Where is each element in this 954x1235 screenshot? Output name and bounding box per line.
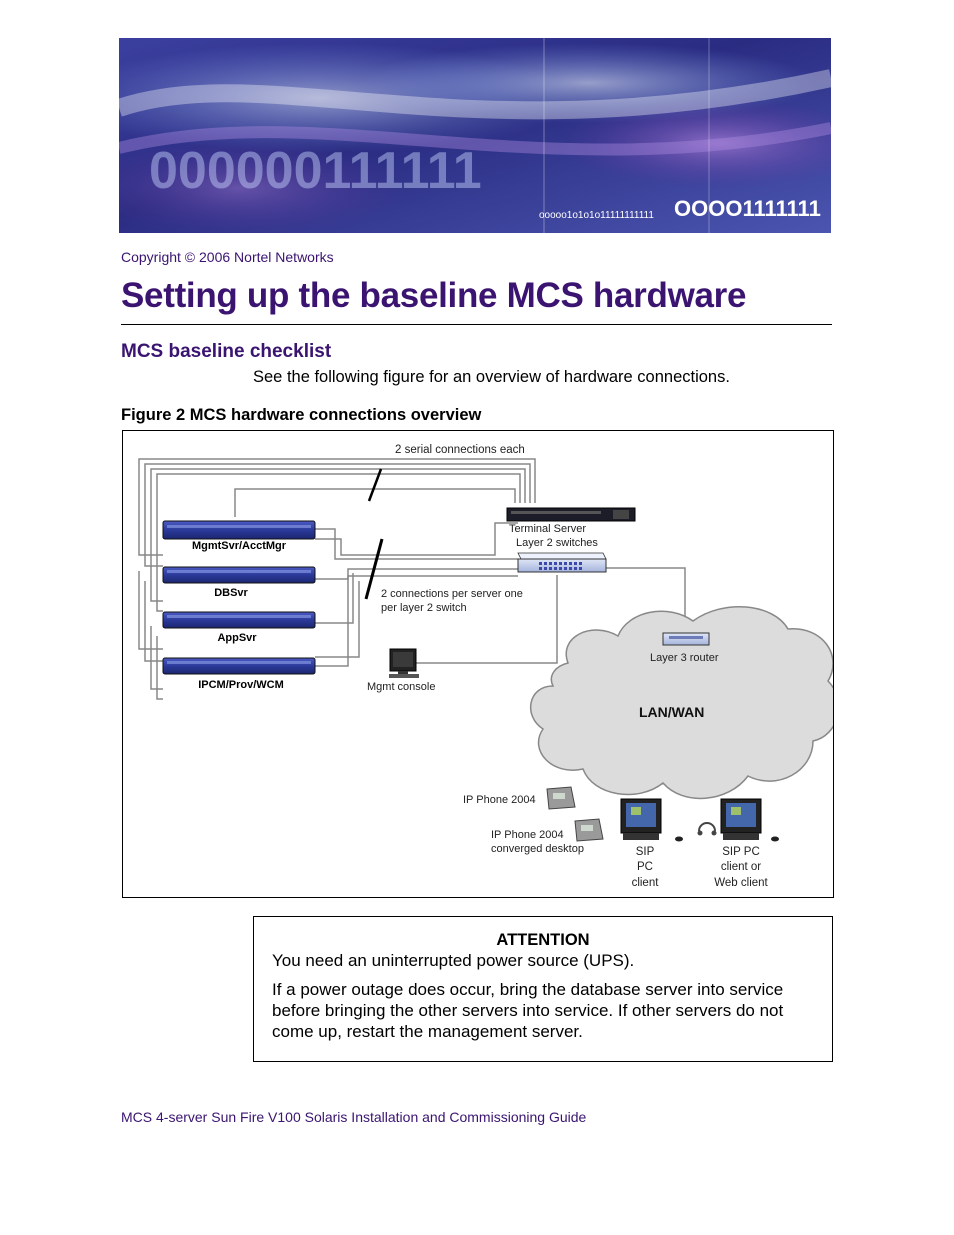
ip-phone-icon (546, 786, 576, 810)
ip-phone-label: IP Phone 2004 (463, 794, 536, 806)
server-label: DBSvr (214, 587, 248, 599)
hardware-connections-diagram: 2 serial connections each MgmtSvr/AcctMg… (122, 430, 834, 898)
mgmt-console-icon (389, 648, 419, 678)
header-banner: 000000111111 ooooo1o1o1o11111111111 OOOO… (119, 38, 831, 233)
banner-binary-right: OOOO1111111 (674, 196, 821, 221)
banner-binary-small: ooooo1o1o1o11111111111 (539, 210, 654, 221)
sip-pc-client-label-2: PC (637, 861, 653, 873)
ip-phone-converged-label-line2: converged desktop (491, 843, 584, 855)
serial-slash-mark (367, 468, 383, 502)
server-label: AppSvr (217, 632, 257, 644)
sip-pc-web-client-icon (697, 798, 779, 842)
server-dbsvr: DBSvr (162, 566, 316, 599)
lan-wan-label: LAN/WAN (639, 704, 704, 720)
title-divider (121, 324, 832, 325)
figure-caption: Figure 2 MCS hardware connections overvi… (121, 406, 482, 424)
layer3-router-icon (662, 632, 710, 646)
banner-graphic: 000000111111 ooooo1o1o1o11111111111 OOOO… (119, 38, 831, 233)
attention-heading: ATTENTION (496, 931, 590, 949)
sip-pc-web-client-label-1: SIP PC (722, 846, 760, 858)
serial-connection-lines (138, 458, 536, 700)
footer-guide-title: MCS 4-server Sun Fire V100 Solaris Insta… (121, 1109, 587, 1125)
terminal-server-label: Terminal Server (509, 523, 586, 535)
attention-ups-note: You need an uninterrupted power source (… (272, 951, 635, 970)
connections-label-line1: 2 connections per server one (381, 588, 523, 600)
layer3-router-label: Layer 3 router (650, 652, 719, 664)
server-mgmtsvr: MgmtSvr/AcctMgr (162, 520, 316, 552)
sip-pc-client-icon (620, 798, 683, 842)
terminal-server (506, 507, 636, 522)
attention-power-outage-note: If a power outage does occur, bring the … (272, 980, 784, 1041)
sip-pc-web-client-label-3: Web client (714, 877, 768, 889)
lan-wan-cloud (529, 605, 833, 800)
layer2-switches-label: Layer 2 switches (516, 537, 598, 549)
page-title: Setting up the baseline MCS hardware (121, 276, 747, 315)
sip-pc-client-label-3: client (632, 877, 660, 889)
diagram-canvas: 2 serial connections each MgmtSvr/AcctMg… (138, 444, 833, 889)
connections-label-line2: per layer 2 switch (381, 602, 467, 614)
intro-text: See the following figure for an overview… (253, 368, 730, 386)
banner-binary-large: 000000111111 (149, 142, 482, 200)
converged-phone-icon (574, 818, 604, 842)
server-ipcm: IPCM/Prov/WCM (162, 657, 316, 691)
layer2-connection-lines (315, 522, 686, 667)
attention-box: ATTENTION You need an uninterrupted powe… (253, 916, 833, 1062)
ip-phone-converged-label-line1: IP Phone 2004 (491, 829, 564, 841)
server-appsvr: AppSvr (162, 611, 316, 644)
serial-connections-label: 2 serial connections each (395, 444, 525, 456)
sip-pc-web-client-label-2: client or (721, 861, 761, 873)
server-label: IPCM/Prov/WCM (198, 679, 284, 691)
mgmt-console-label: Mgmt console (367, 681, 435, 693)
sip-pc-client-label-1: SIP (636, 846, 655, 858)
server-label: MgmtSvr/AcctMgr (192, 540, 287, 552)
section-heading: MCS baseline checklist (121, 341, 332, 362)
layer2-switch (517, 552, 607, 573)
copyright-notice: Copyright © 2006 Nortel Networks (121, 249, 334, 265)
layer2-slash-mark (364, 538, 384, 600)
